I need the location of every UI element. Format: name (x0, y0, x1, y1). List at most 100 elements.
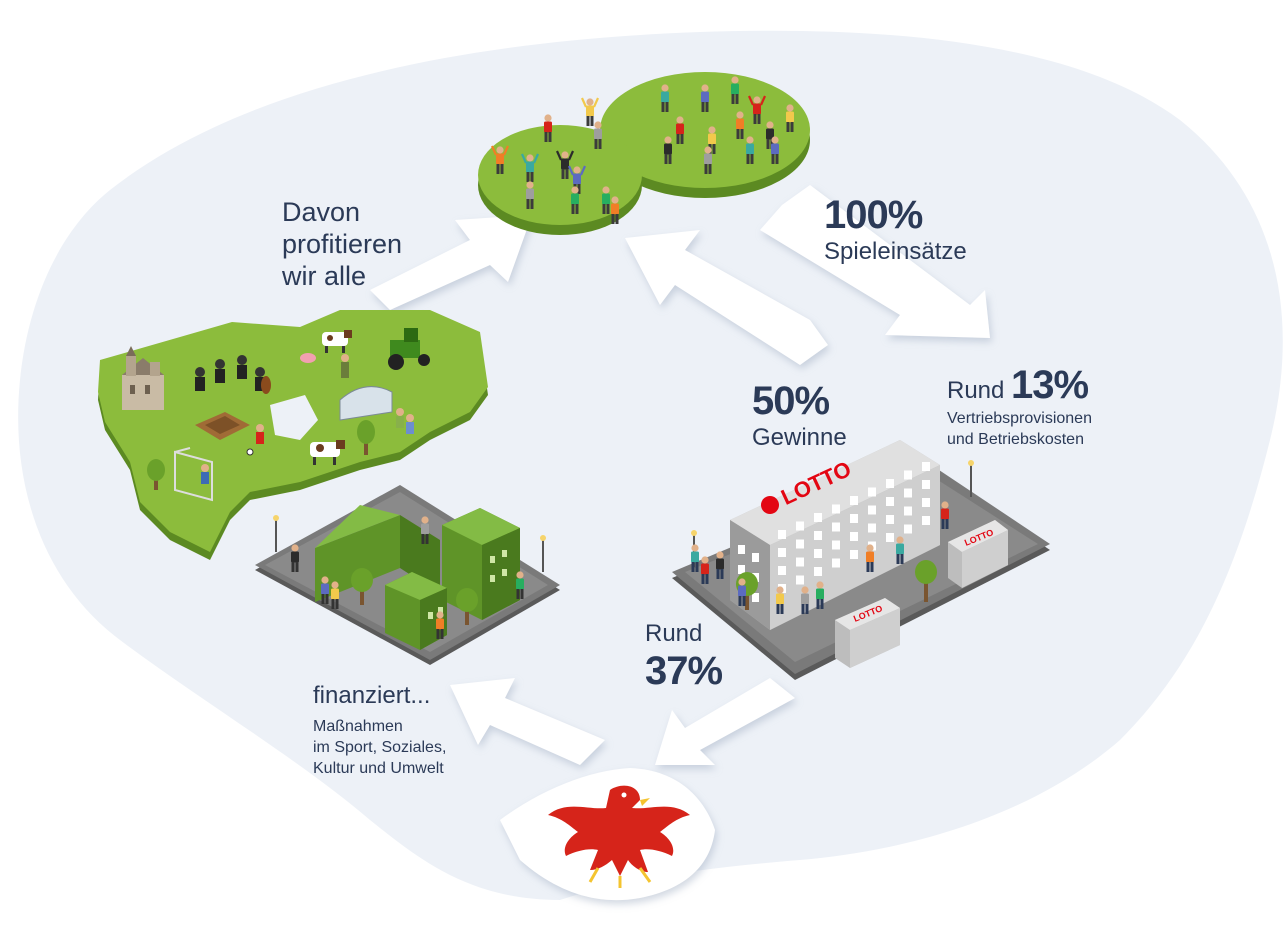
window (832, 504, 840, 514)
window (850, 532, 858, 541)
person-icon (571, 186, 579, 214)
tree-icon (357, 420, 375, 455)
farmer-icon (341, 354, 349, 378)
window (850, 550, 858, 559)
field-icon (195, 412, 250, 440)
tractor-icon (388, 328, 430, 370)
window (886, 479, 894, 488)
commission-line-2: und Betriebskosten (947, 431, 1084, 448)
window (752, 553, 759, 562)
window (778, 566, 786, 575)
person-icon (786, 104, 794, 132)
window (904, 488, 912, 498)
window (922, 516, 930, 525)
financed-label: finanziert... Maßnahmen im Sport, Sozial… (313, 682, 446, 779)
person-icon (611, 196, 619, 224)
window (886, 533, 894, 542)
arrow-state-share (655, 678, 795, 765)
window (814, 531, 822, 540)
person-icon (736, 111, 744, 139)
person-icon (941, 501, 949, 529)
window (850, 496, 858, 505)
window (796, 575, 804, 585)
profit-line-1: Davon (282, 197, 361, 227)
commission-line-1: Vertriebsprovisionen (947, 410, 1092, 427)
greenhouse-icon (339, 386, 393, 421)
person-icon (321, 576, 329, 604)
person-icon (664, 136, 672, 164)
tree-icon (147, 459, 165, 490)
person-icon (866, 544, 874, 572)
window (904, 524, 912, 534)
person-icon (716, 551, 724, 579)
person-icon (490, 145, 510, 174)
cow-icon (322, 330, 352, 353)
window (796, 521, 804, 531)
winnings-text: Gewinne (752, 424, 847, 451)
person-icon (661, 84, 669, 112)
window (738, 565, 745, 574)
person-icon (602, 186, 610, 214)
football-player-icon (246, 424, 264, 456)
winnings-value: 50% (752, 379, 830, 423)
stakes-value: 100% (824, 193, 923, 237)
financed-head: finanziert... (313, 682, 431, 709)
person-icon (436, 611, 444, 639)
arrow-winnings (625, 230, 828, 365)
person-icon (421, 516, 429, 544)
person-icon (746, 136, 754, 164)
person-icon (701, 84, 709, 112)
window (868, 487, 876, 497)
window (904, 470, 912, 480)
commission-value: 13% (1011, 363, 1089, 407)
profit-line-3: wir alle (282, 261, 367, 291)
brandenburg-eagle-icon (500, 768, 715, 901)
winnings-label: 50% Gewinne (752, 378, 847, 452)
person-icon (520, 153, 540, 182)
person-icon (896, 536, 904, 564)
person-icon (731, 76, 739, 104)
window (752, 593, 759, 602)
person-icon (766, 121, 774, 149)
person-icon (526, 181, 534, 209)
window (814, 513, 822, 522)
state-share-label: Rund 37% (645, 620, 723, 694)
window (922, 480, 930, 489)
person-icon (701, 556, 709, 584)
window (832, 558, 840, 568)
person-icon (555, 150, 575, 179)
musicians-icon (195, 355, 271, 394)
church-icon (122, 346, 164, 410)
person-icon (594, 121, 602, 149)
person-icon (331, 581, 339, 609)
cow-icon (310, 440, 345, 465)
arrow-profit (370, 215, 532, 310)
window (922, 498, 930, 507)
window (886, 515, 894, 524)
window (796, 539, 804, 549)
people-crowd-icon (478, 72, 810, 235)
state-share-value: 37% (645, 648, 723, 693)
person-icon (771, 136, 779, 164)
person-icon (704, 146, 712, 174)
profit-label: Davon profitieren wir alle (282, 196, 402, 292)
state-share-prefix: Rund (645, 620, 703, 647)
person-icon (801, 586, 809, 614)
person-icon (516, 571, 524, 599)
stakes-label: 100% Spieleinsätze (824, 192, 967, 266)
person-icon (776, 586, 784, 614)
city-buildings-icon (255, 485, 560, 665)
arrow-stakes (760, 185, 990, 338)
window (922, 462, 930, 471)
window (778, 548, 786, 557)
person-icon (291, 544, 299, 572)
window (868, 523, 876, 533)
stakes-text: Spieleinsätze (824, 238, 967, 265)
window (796, 557, 804, 567)
window (832, 522, 840, 532)
window (868, 505, 876, 515)
window (904, 506, 912, 516)
person-icon (816, 581, 824, 609)
pig-icon (300, 353, 316, 363)
